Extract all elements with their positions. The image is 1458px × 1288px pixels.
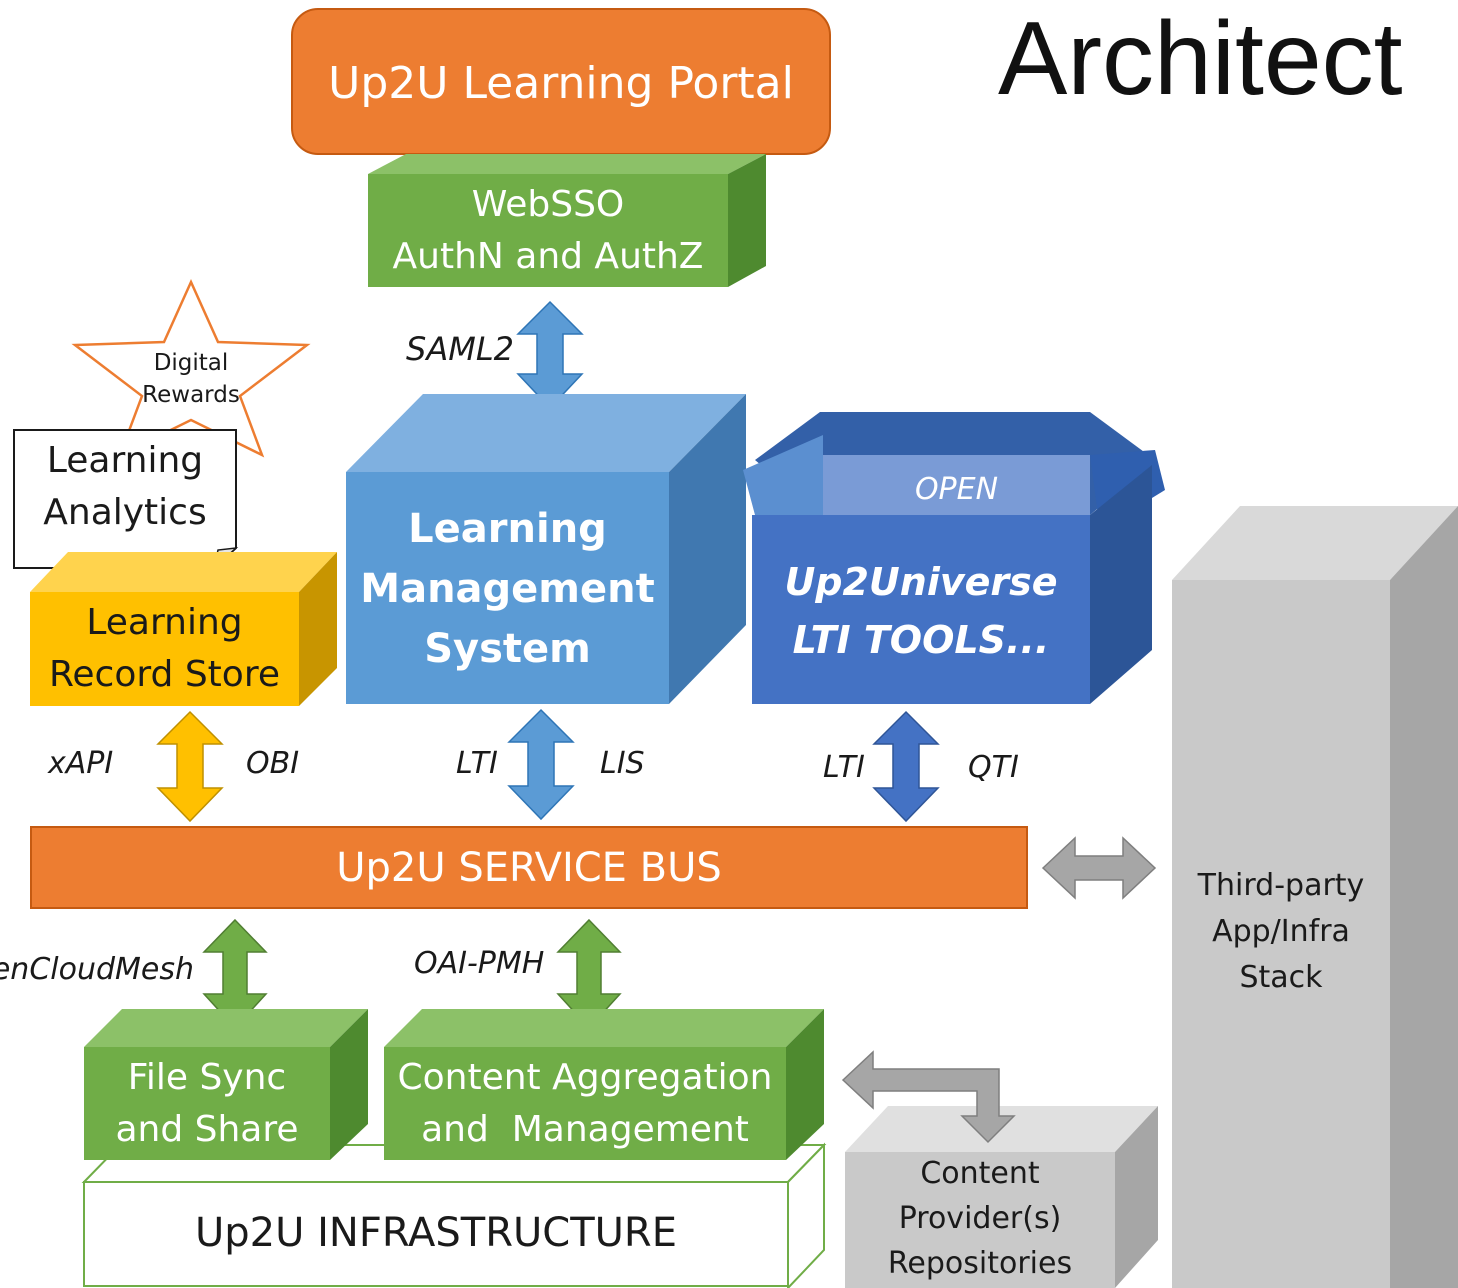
obi-label: OBI	[246, 746, 300, 781]
content-provider-line2: Provider(s)	[898, 1201, 1062, 1236]
xapi-obi-arrow	[156, 710, 224, 823]
saml2-label: SAML2	[406, 330, 514, 368]
learning-analytics-line2: Analytics	[43, 492, 207, 533]
learning-portal-label: Up2U Learning Portal	[328, 58, 794, 109]
lms-label-line1: Learning	[408, 506, 607, 552]
tools-open-label: OPEN	[914, 472, 999, 507]
saml2-arrow	[516, 300, 584, 410]
learning-analytics-line1: Learning	[46, 440, 204, 481]
xapi-label: xAPI	[48, 746, 114, 781]
content-agg-box[interactable]	[384, 1009, 824, 1160]
digital-rewards-line2: Rewards	[142, 382, 240, 408]
websso-label-line1: WebSSO	[471, 184, 625, 225]
lti-tools-box[interactable]	[743, 412, 1165, 704]
lrs-label-line1: Learning	[86, 602, 243, 643]
content-provider-line3: Repositories	[887, 1246, 1073, 1281]
tools-label-line1: Up2Universe	[784, 560, 1058, 604]
websso-box[interactable]	[368, 154, 766, 287]
content-agg-label-line2: and Management	[421, 1109, 749, 1150]
lti-lms-label: LTI	[456, 746, 498, 781]
opencloudmesh-label: OpenCloudMesh	[0, 952, 194, 987]
third-party-box[interactable]	[1172, 506, 1458, 1288]
oai-pmh-label: OAI-PMH	[414, 946, 545, 981]
digital-rewards-line1: Digital	[153, 350, 229, 376]
websso-label-line2: AuthN and AuthZ	[392, 236, 704, 277]
infrastructure-label: Up2U INFRASTRUCTURE	[195, 1210, 677, 1256]
lrs-box[interactable]	[30, 552, 337, 706]
tools-label-line2: LTI TOOLS...	[792, 618, 1050, 662]
content-agg-label-line1: Content Aggregation	[397, 1057, 773, 1098]
third-party-line2: App/Infra	[1212, 914, 1350, 949]
fss-box[interactable]	[84, 1009, 368, 1160]
lti-tools-label: LTI	[823, 750, 865, 785]
service-bus-box[interactable]	[30, 826, 1028, 909]
service-bus-label: Up2U SERVICE BUS	[336, 845, 722, 891]
qti-label: QTI	[968, 750, 1019, 785]
digital-rewards-star[interactable]	[71, 278, 311, 458]
lrs-label-line2: Record Store	[49, 654, 280, 695]
bus-third-party-arrow	[1041, 836, 1157, 900]
content-provider-line1: Content	[920, 1156, 1040, 1191]
lms-box[interactable]	[346, 394, 746, 704]
lms-label-line2: Management	[360, 566, 655, 612]
third-party-line1: Third-party	[1197, 868, 1365, 903]
fss-label-line2: and Share	[115, 1109, 299, 1150]
fss-label-line1: File Sync	[127, 1057, 287, 1098]
page-title: Architect	[998, 1, 1403, 117]
provider-elbow-arrow	[841, 1050, 1016, 1144]
third-party-line3: Stack	[1239, 960, 1323, 995]
lms-label-line3: System	[424, 626, 591, 672]
lti-qti-arrow	[872, 710, 940, 823]
lti-lis-arrow	[507, 708, 575, 821]
lis-label: LIS	[600, 746, 645, 781]
